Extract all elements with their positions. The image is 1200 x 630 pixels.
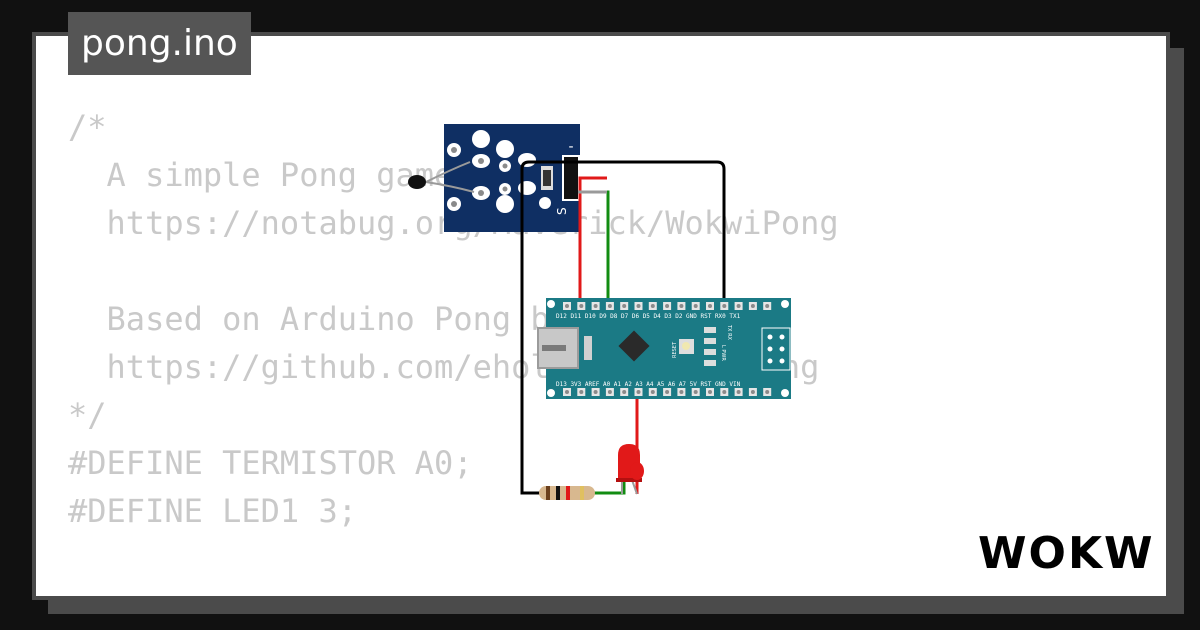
top-pin-labels: D12 D11 D10 D9 D8 D7 D6 D5 D4 D3 D2 GND … bbox=[556, 313, 741, 320]
resistor[interactable] bbox=[539, 486, 595, 500]
pin-hole bbox=[565, 304, 569, 308]
black-wire-to-gnd bbox=[563, 160, 726, 306]
pin-hole bbox=[565, 390, 569, 394]
pin-hole bbox=[665, 390, 670, 394]
pin-hole bbox=[693, 390, 698, 394]
pin-hole bbox=[650, 390, 655, 394]
pin-hole bbox=[750, 390, 755, 394]
microcontroller-chip bbox=[618, 330, 650, 362]
bottom-pin-header bbox=[563, 388, 772, 396]
window-title: pong.ino bbox=[68, 12, 251, 75]
pin-hole bbox=[593, 304, 598, 308]
arduino-nano-board[interactable]: D12 D11 D10 D9 D8 D7 D6 D5 D4 D3 D2 GND … bbox=[537, 298, 791, 399]
code-line: #DEFINE LED1 3; bbox=[68, 492, 357, 530]
pin-hole bbox=[650, 304, 655, 308]
pin-hole bbox=[607, 304, 612, 308]
pin-hole bbox=[622, 304, 627, 308]
pin-hole bbox=[722, 304, 727, 308]
pin-hole bbox=[665, 304, 670, 308]
pin-hole bbox=[593, 390, 598, 394]
pin-hole bbox=[765, 304, 770, 308]
reset-label: RESET bbox=[672, 341, 678, 358]
pin-hole bbox=[722, 390, 727, 394]
thermistor-icon bbox=[408, 175, 426, 189]
pwr-label: L PWR bbox=[720, 345, 726, 361]
pin-hole bbox=[679, 390, 684, 394]
pin-hole bbox=[765, 390, 770, 394]
red-led[interactable] bbox=[616, 444, 644, 495]
green-wire-led bbox=[594, 480, 626, 495]
pin-hole bbox=[679, 304, 684, 308]
tx-rx-label: TX RX bbox=[726, 324, 732, 341]
wokwi-logo-text: WOKWi bbox=[978, 528, 1156, 576]
code-line: /* bbox=[68, 108, 107, 146]
code-line: A simple Pong game bbox=[68, 156, 454, 194]
sensor-signal-label: S bbox=[555, 207, 569, 215]
pin-hole bbox=[736, 390, 741, 394]
pin-hole bbox=[622, 390, 627, 394]
black-wire bbox=[520, 160, 563, 495]
pin-hole bbox=[708, 390, 712, 394]
code-line: */ bbox=[68, 396, 107, 434]
pin-hole bbox=[750, 304, 755, 308]
pin-hole bbox=[636, 390, 641, 394]
wokwi-logo: WOKWi bbox=[976, 526, 1170, 580]
bottom-pin-labels: D13 3V3 AREF A0 A1 A2 A3 A4 A5 A6 A7 5V … bbox=[556, 381, 741, 388]
pin-hole bbox=[579, 390, 584, 394]
pin-hole bbox=[579, 304, 584, 308]
pin-hole bbox=[736, 304, 741, 308]
pin-hole bbox=[693, 304, 698, 308]
pin-hole bbox=[636, 304, 641, 308]
code-line: #DEFINE TERMISTOR A0; bbox=[68, 444, 473, 482]
pin-hole bbox=[607, 390, 612, 394]
pin-hole bbox=[708, 304, 712, 308]
top-pin-header bbox=[563, 302, 772, 310]
thermistor-sensor-module[interactable]: - S bbox=[408, 124, 580, 232]
sensor-minus-label: - bbox=[568, 139, 573, 155]
